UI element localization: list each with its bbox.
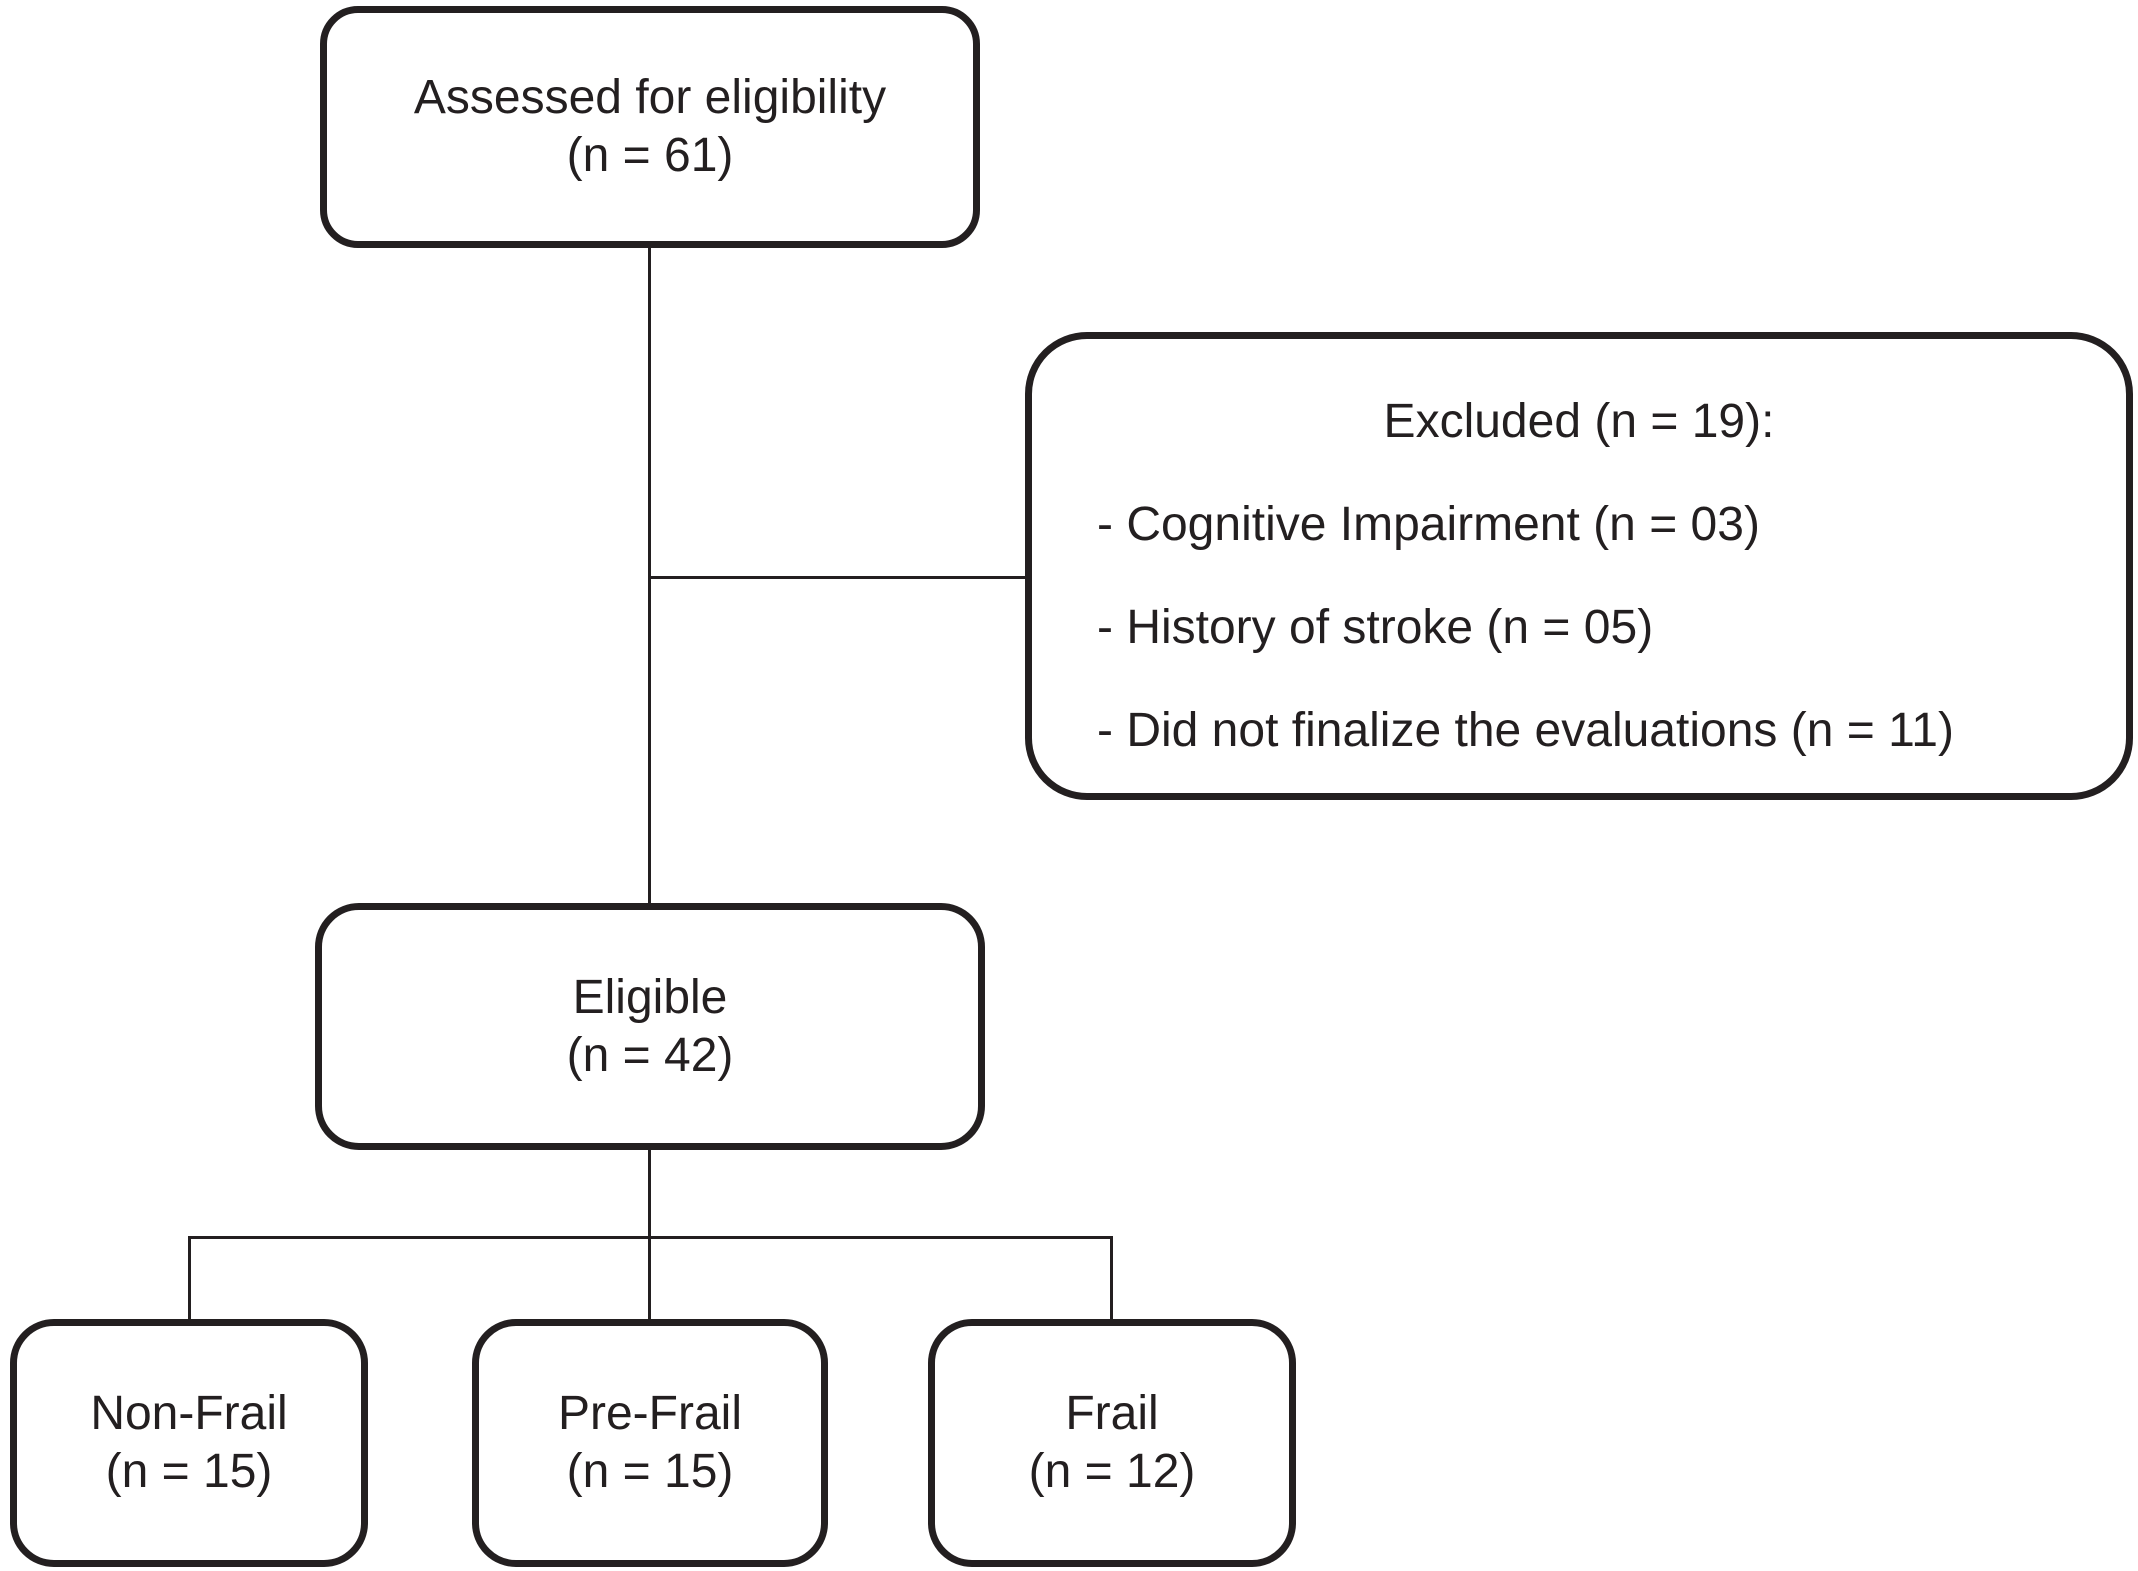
eligible-count: (n = 42)	[566, 1028, 734, 1082]
connector-stub-prefrail	[648, 1236, 651, 1320]
excluded-item-1: - Cognitive Impairment (n = 03)	[1097, 498, 1760, 551]
box-prefrail: Pre-Frail (n = 15)	[472, 1319, 828, 1567]
connector-branch-to-excluded	[648, 576, 1025, 579]
box-frail: Frail (n = 12)	[928, 1319, 1296, 1567]
nonfrail-label: Non-Frail	[90, 1387, 288, 1440]
assessed-count: (n = 61)	[566, 129, 734, 182]
excluded-title: Excluded (n = 19):	[1383, 395, 1775, 448]
assessed-label: Assessed for eligibility	[413, 71, 887, 124]
box-assessed-for-eligibility: Assessed for eligibility (n = 61)	[320, 6, 980, 248]
box-nonfrail: Non-Frail (n = 15)	[10, 1319, 368, 1567]
box-excluded: Excluded (n = 19): - Cognitive Impairmen…	[1025, 332, 2133, 800]
connector-eligible-to-split	[648, 1150, 651, 1237]
frail-label: Frail	[1065, 1387, 1159, 1440]
prefrail-count: (n = 15)	[566, 1445, 734, 1498]
excluded-item-3: - Did not finalize the evaluations (n = …	[1097, 704, 1954, 757]
box-eligible: Eligible (n = 42)	[315, 903, 985, 1150]
nonfrail-count: (n = 15)	[105, 1445, 273, 1498]
prefrail-label: Pre-Frail	[557, 1387, 742, 1440]
connector-stub-nonfrail	[188, 1236, 191, 1320]
connector-assessed-to-eligible	[648, 248, 651, 903]
connector-stub-frail	[1110, 1236, 1113, 1320]
eligible-label: Eligible	[572, 970, 728, 1024]
excluded-item-2: - History of stroke (n = 05)	[1097, 601, 1654, 654]
frail-count: (n = 12)	[1028, 1445, 1196, 1498]
